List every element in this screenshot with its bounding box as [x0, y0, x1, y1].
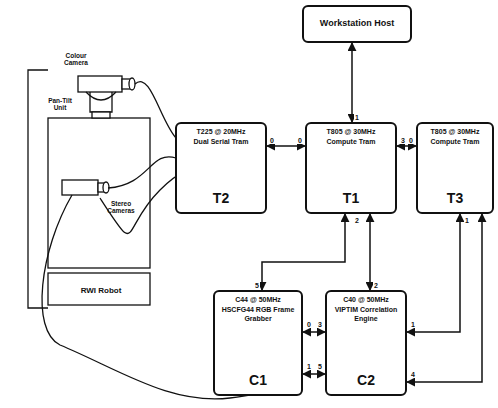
- port-number: 1: [410, 321, 416, 328]
- port-number: 1: [306, 363, 312, 370]
- host-box: Workstation Host: [302, 5, 412, 43]
- module-id: T2: [213, 190, 229, 207]
- part-label: Pan-Tilt Unit: [44, 97, 76, 112]
- port-number: 2: [373, 282, 379, 289]
- port-number: 0: [306, 321, 312, 328]
- box-text: C44 @ 50MHz: [235, 296, 281, 304]
- port-number: 1: [354, 114, 360, 121]
- processor-box: C40 @ 50MHzVIPTIM Correlation EngineC2: [325, 290, 407, 396]
- robot-base: [48, 273, 150, 305]
- module-id: C2: [357, 372, 375, 389]
- port-number: 1: [464, 217, 470, 224]
- link-connector: [303, 373, 325, 375]
- module-id: T1: [343, 190, 359, 207]
- link-connector: [303, 331, 325, 333]
- port-number: 0: [269, 137, 275, 144]
- port-number: 5: [254, 282, 260, 289]
- port-number: 0: [408, 137, 414, 144]
- box-text: Compute Tram: [326, 138, 375, 146]
- stereo-wire: [108, 157, 176, 188]
- link-connector: [351, 43, 353, 122]
- link-connector: [397, 145, 416, 147]
- link-connector: [262, 214, 345, 290]
- part-label: RWI Robot: [70, 286, 132, 295]
- camera-wire: [135, 82, 176, 138]
- port-number: 2: [354, 217, 360, 224]
- port-number: 4: [410, 371, 416, 378]
- processor-box: T225 @ 20MHzDual Serial TramT2: [175, 122, 267, 214]
- link-connector: [407, 214, 482, 382]
- box-text: Dual Serial Tram: [194, 138, 249, 146]
- link-connector: [407, 214, 460, 332]
- box-text: HSCFG44 RGB Frame Grabber: [219, 306, 297, 323]
- processor-box: C44 @ 50MHzHSCFG44 RGB Frame GrabberC1: [213, 290, 303, 396]
- box-text: T225 @ 20MHz: [197, 128, 246, 136]
- robot-body: [48, 118, 150, 268]
- processor-box: T805 @ 30MHzCompute TramT3: [416, 122, 494, 214]
- pan-tilt-unit: [90, 92, 112, 112]
- module-id: C1: [249, 372, 267, 389]
- module-id: T3: [447, 190, 463, 207]
- box-text: Workstation Host: [320, 18, 394, 29]
- port-number: 3: [317, 321, 323, 328]
- port-number: 3: [400, 137, 406, 144]
- stereo-camera: [62, 180, 98, 195]
- box-text: C40 @ 50MHz: [343, 296, 389, 304]
- colour-camera: [78, 76, 122, 92]
- link-connector: [369, 214, 371, 290]
- box-text: Compute Tram: [430, 138, 479, 146]
- box-text: VIPTIM Correlation Engine: [331, 306, 401, 323]
- processor-box: T805 @ 30MHzCompute TramT1: [305, 122, 397, 214]
- part-label: Stereo Cameras: [100, 200, 142, 215]
- link-connector: [267, 145, 305, 147]
- box-text: T805 @ 30MHz: [327, 128, 376, 136]
- port-number: 0: [297, 137, 303, 144]
- part-label: Colour Camera: [60, 52, 92, 67]
- box-text: T805 @ 30MHz: [431, 128, 480, 136]
- port-number: 5: [317, 363, 323, 370]
